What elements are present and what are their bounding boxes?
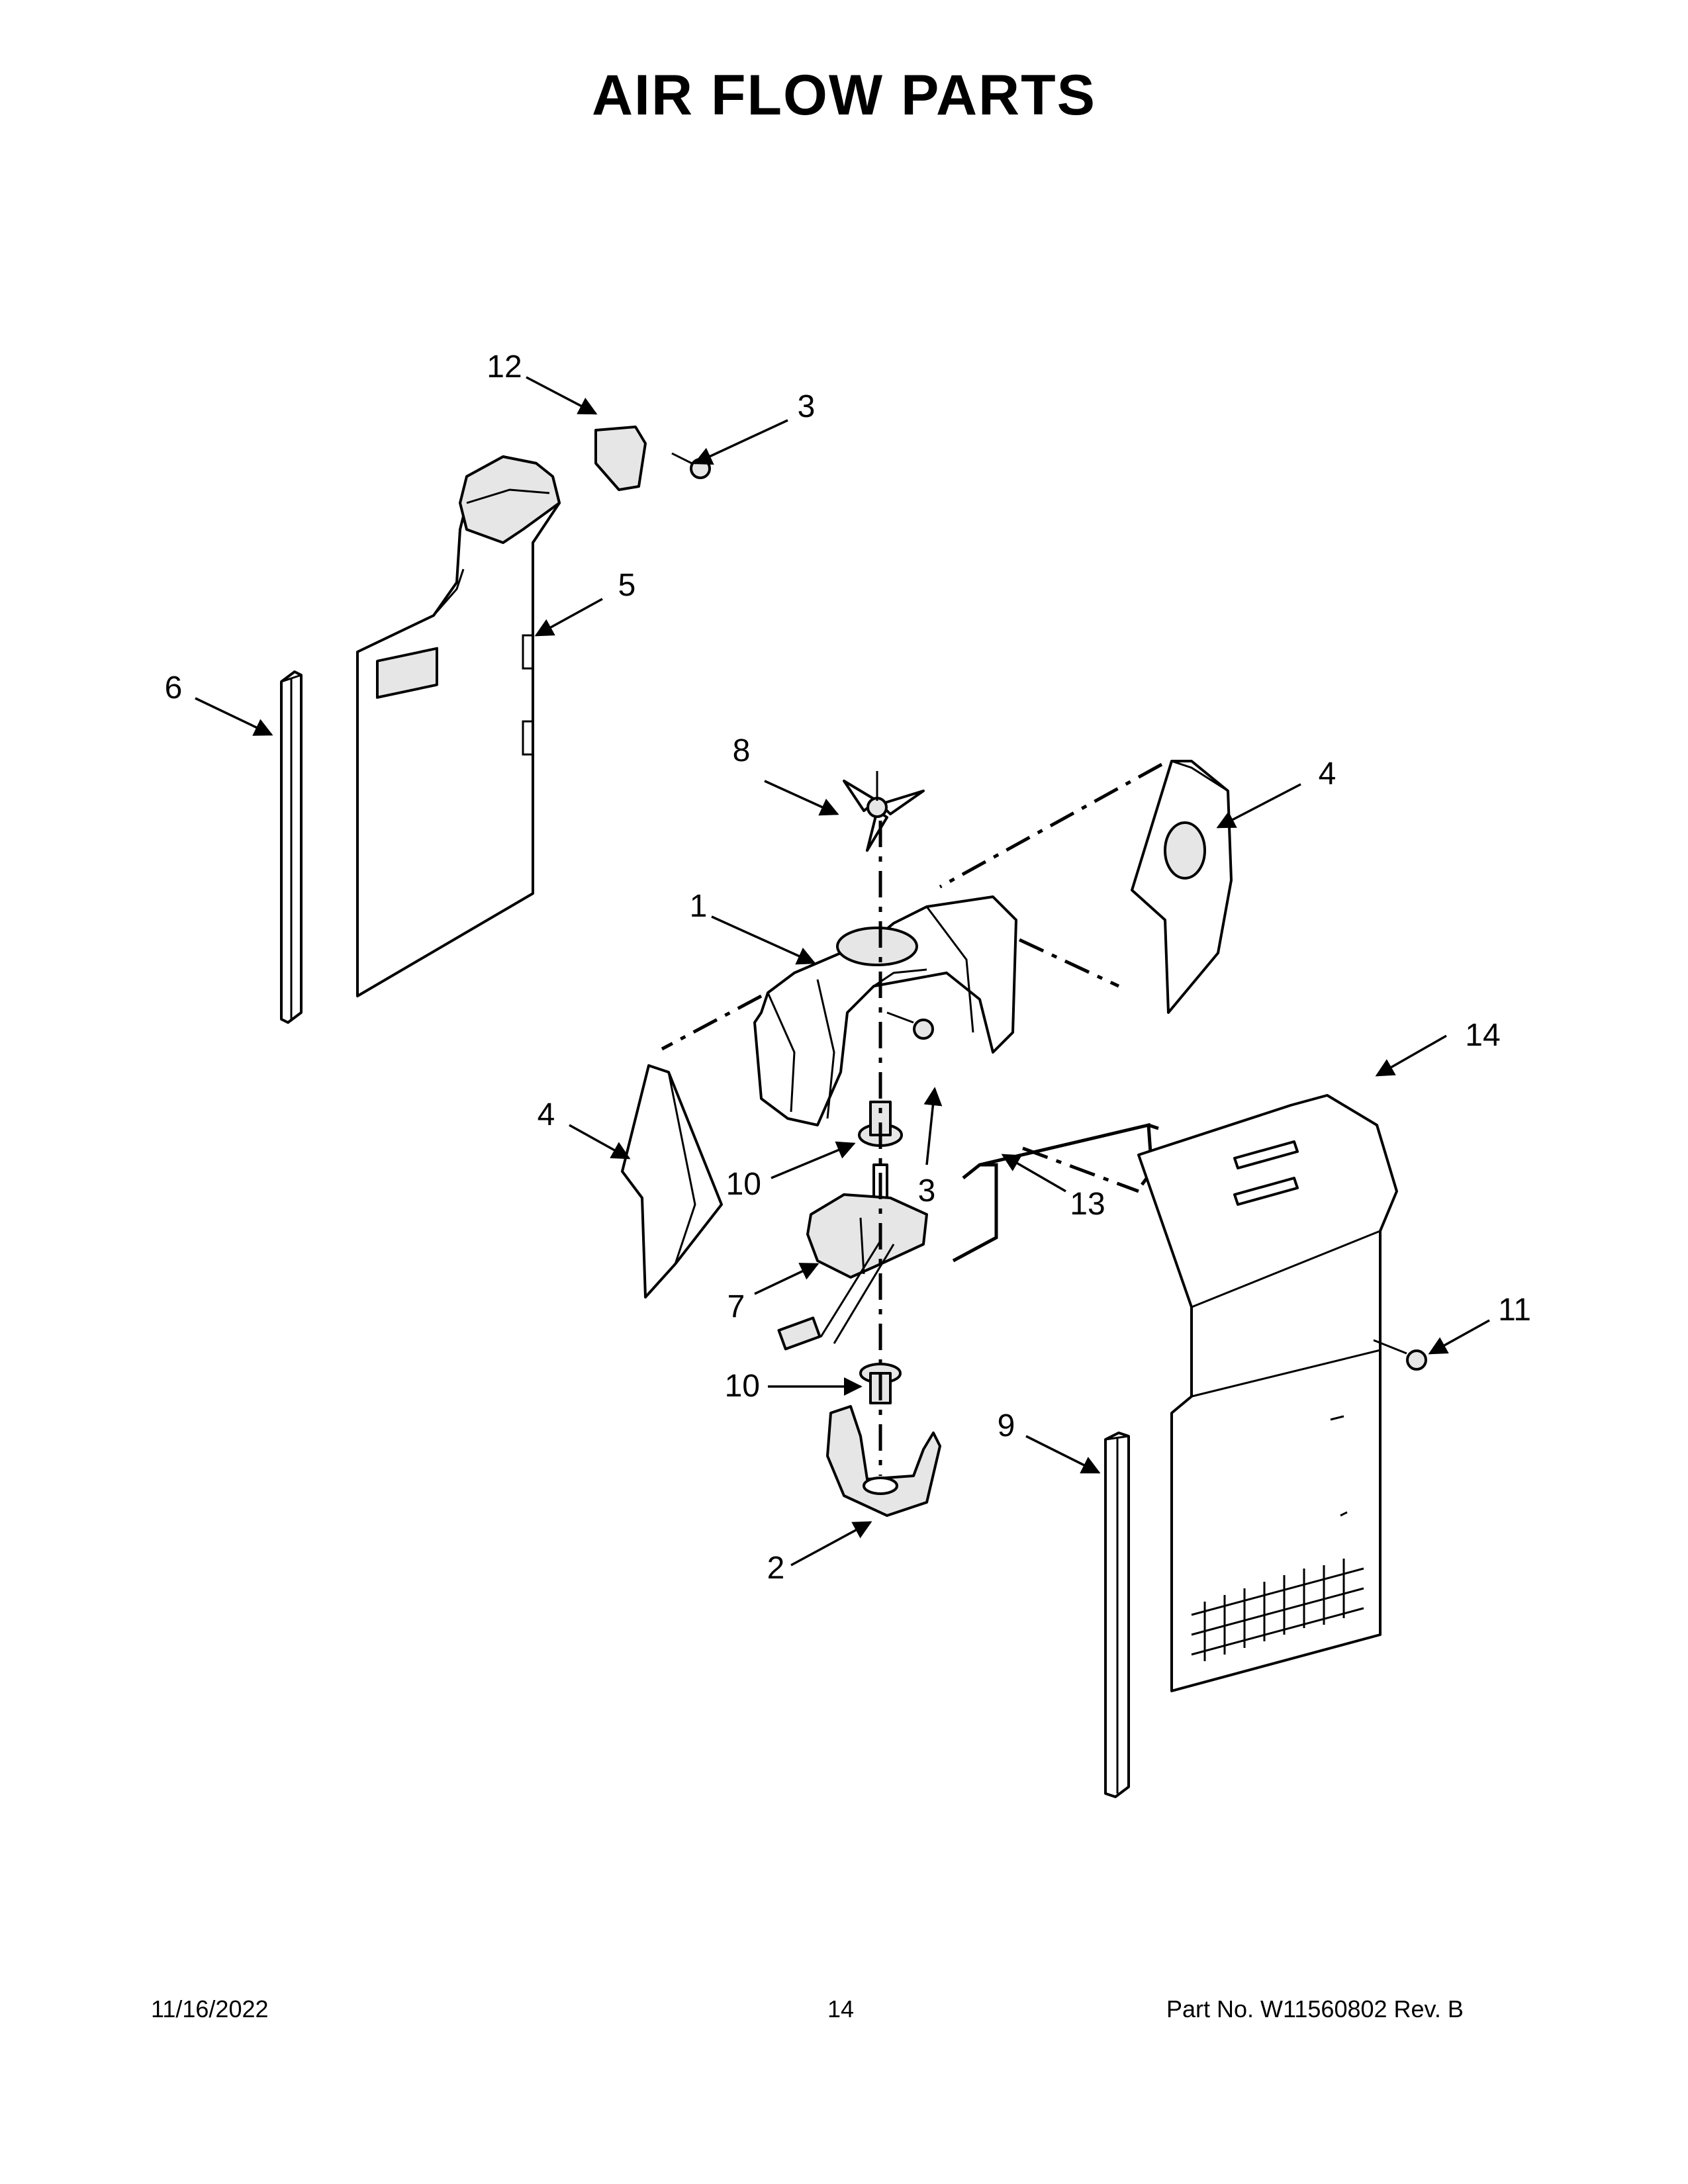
part-3-screw-top [671,452,711,479]
callout-labels: 1 2 3 3 4 4 5 6 7 8 9 10 10 11 12 13 14 [165,349,1531,1586]
callout-4-left: 4 [538,1097,555,1132]
part-1-fan-housing [753,895,1017,1126]
part-3-screw-middle [886,1011,934,1040]
footer-date: 11/16/2022 [151,1995,269,2023]
alignment-lines [661,762,1163,1476]
part-4-left-shroud-panel [621,1064,723,1298]
part-12-clip [594,426,647,491]
footer-part-number: Part No. W11560802 Rev. B [1166,1995,1464,2023]
vent-slots [1191,1559,1364,1661]
callout-10-upper: 10 [726,1167,761,1202]
callout-4-right: 4 [1319,756,1336,792]
part-4-right-shroud-panel [1131,760,1233,1014]
callout-8: 8 [733,733,751,768]
callout-3-middle: 3 [918,1173,936,1208]
callout-13: 13 [1070,1187,1105,1222]
part-14-rear-duct-panel [1137,1094,1398,1692]
page-title: AIR FLOW PARTS [591,64,1097,127]
callout-1: 1 [690,889,708,924]
part-2-motor-bracket [826,1405,941,1517]
callout-2: 2 [767,1551,785,1586]
callout-9: 9 [998,1408,1015,1443]
callout-6: 6 [165,670,183,705]
callout-14: 14 [1465,1018,1500,1053]
part-6-left-gasket-strip [280,670,303,1024]
callout-leaders [195,376,1490,1567]
callout-5: 5 [618,568,636,603]
callout-11: 11 [1498,1293,1531,1328]
callout-10-lower: 10 [725,1369,760,1404]
part-11-screw [1373,1339,1427,1371]
callout-12: 12 [487,349,522,385]
part-13-wire-frame [952,1122,1159,1263]
part-9-right-gasket-strip [1104,1432,1130,1798]
part-5-air-duct-cover [356,455,561,997]
callout-7: 7 [727,1289,745,1324]
part-7-fan-motor [777,1163,928,1351]
callout-3-top: 3 [798,389,816,424]
footer-page-number: 14 [827,1995,855,2023]
part-8-fan-blade [843,771,925,852]
